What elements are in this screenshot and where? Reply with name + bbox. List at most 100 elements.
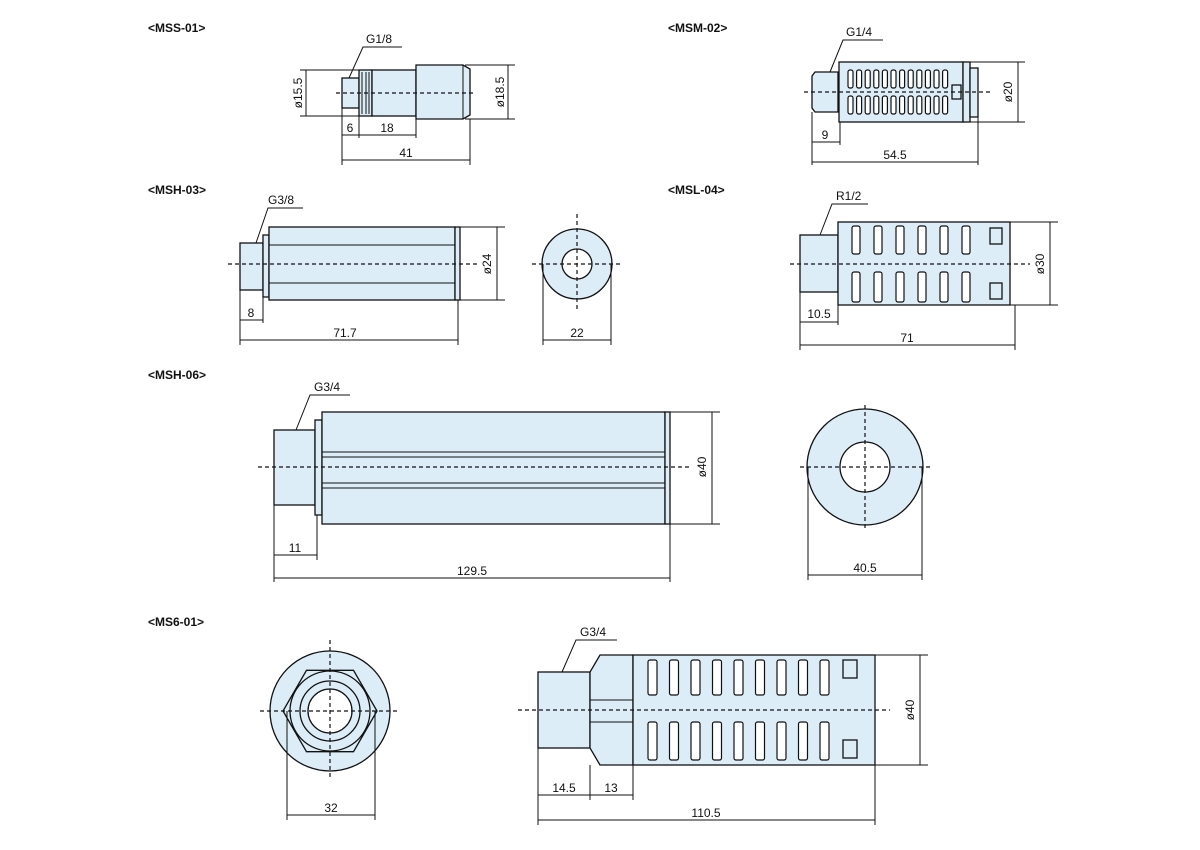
model-label: <MSS-01> [148, 21, 205, 35]
vent-slot [941, 95, 949, 115]
body [321, 411, 666, 525]
thread-spec: G1/8 [366, 32, 392, 46]
vent-slot [907, 69, 914, 89]
thread-spec: R1/2 [836, 189, 862, 203]
vent-slot [847, 69, 854, 89]
vent-slot [907, 95, 914, 115]
model-ms6-01: <MS6-01> 32 ø40 14.5 13 110.5 G3/4 [148, 615, 928, 825]
vent-slot [898, 95, 906, 115]
model-label: <MSH-03> [148, 183, 206, 197]
vent-slot [933, 69, 940, 89]
vent-slot [864, 69, 871, 89]
thread-spec: G1/4 [846, 25, 872, 39]
dim-dia-right: ø18.5 [493, 76, 507, 107]
vent-slot [939, 271, 949, 303]
dim-1: 14.5 [552, 781, 576, 795]
dim-end-width: 32 [324, 801, 338, 815]
model-msm-02: <MSM-02> ø20 9 54.5 G1/4 [668, 21, 1025, 165]
head [415, 64, 471, 120]
vent-slot [754, 721, 766, 761]
model-msh-06: <MSH-06> ø40 11 129.5 G3/4 40.5 [148, 368, 930, 582]
dim-2: 13 [604, 781, 618, 795]
vent-slot [819, 659, 830, 696]
vent-slot [873, 95, 880, 115]
dim-total: 129.5 [457, 564, 487, 578]
vent-slots [647, 659, 830, 761]
vent-slots [847, 69, 949, 115]
dim-1: 9 [822, 128, 829, 142]
vent-slot [647, 721, 658, 761]
thread-spec: G3/4 [580, 625, 606, 639]
end-view: 32 [260, 640, 400, 820]
vent-slot [916, 95, 923, 115]
vent-slot [668, 721, 680, 761]
dim-1: 6 [347, 121, 354, 135]
vent-slot [668, 659, 680, 696]
vent-slot [898, 69, 906, 89]
vent-slot [855, 69, 863, 89]
vent-slot [895, 225, 905, 255]
model-msh-03: <MSH-03> ø24 8 71.7 G3/8 22 [148, 183, 622, 345]
dim-1: 11 [289, 541, 302, 555]
vent-slot [733, 659, 744, 696]
vent-slot [797, 721, 809, 761]
vent-slot [890, 69, 897, 89]
dim-dia: ø24 [480, 253, 494, 274]
dim-dia: ø20 [1001, 81, 1015, 102]
thread-section [239, 242, 264, 291]
vent-slot [733, 721, 744, 761]
vent-slot [711, 721, 723, 761]
vent-slot [881, 95, 889, 115]
vent-slot [690, 721, 701, 761]
dim-1: 8 [248, 306, 255, 320]
vent-slot [690, 659, 701, 696]
dim-total: 71 [900, 331, 914, 345]
thread-spec: G3/8 [268, 193, 294, 207]
dim-2: 18 [380, 121, 394, 135]
vent-slot [939, 225, 949, 255]
vent-slot [864, 95, 871, 115]
vent-slot [754, 659, 766, 696]
dim-dia: ø30 [1033, 253, 1047, 274]
vent-slot [851, 225, 861, 255]
end-view: 22 [532, 214, 622, 345]
vent-slot [961, 225, 971, 255]
dim-total: 110.5 [691, 806, 720, 820]
vent-slot [873, 69, 880, 89]
vent-slot [895, 271, 905, 303]
dim-1: 10.5 [807, 307, 831, 321]
vent-slot [647, 659, 658, 696]
model-label: <MSH-06> [148, 368, 206, 382]
vent-slot [873, 271, 883, 303]
thread-spec: G3/4 [314, 380, 340, 394]
vent-slot [917, 225, 927, 255]
dim-dia: ø40 [695, 456, 709, 477]
vent-slot [711, 659, 723, 696]
model-msl-04: <MSL-04> ø30 10.5 71 R1/2 [668, 183, 1058, 350]
vent-slot [873, 225, 883, 255]
vent-slot [890, 95, 897, 115]
model-label: <MS6-01> [148, 615, 204, 629]
vent-slot [776, 659, 787, 696]
vent-slot [851, 271, 861, 303]
vent-slot [933, 95, 940, 115]
vent-slot [797, 659, 809, 696]
dim-total: 41 [399, 146, 413, 160]
model-label: <MSM-02> [668, 21, 727, 35]
vent-slot [924, 69, 932, 89]
dim-total: 54.5 [883, 148, 907, 162]
dim-dia-left: ø15.5 [291, 77, 305, 108]
vent-slot [917, 271, 927, 303]
vent-slot [916, 69, 923, 89]
vent-slot [924, 95, 932, 115]
vent-slot [941, 69, 949, 89]
dim-end-width: 22 [570, 326, 584, 340]
model-mss-01: <MSS-01> ø15.5 ø18.5 6 18 41 G1/8 [148, 21, 515, 165]
vent-slots [851, 225, 971, 303]
vent-slot [961, 271, 971, 303]
vent-slot [776, 721, 787, 761]
dim-dia: ø40 [903, 699, 917, 720]
vent-slot [855, 95, 863, 115]
vent-slot [847, 95, 854, 115]
